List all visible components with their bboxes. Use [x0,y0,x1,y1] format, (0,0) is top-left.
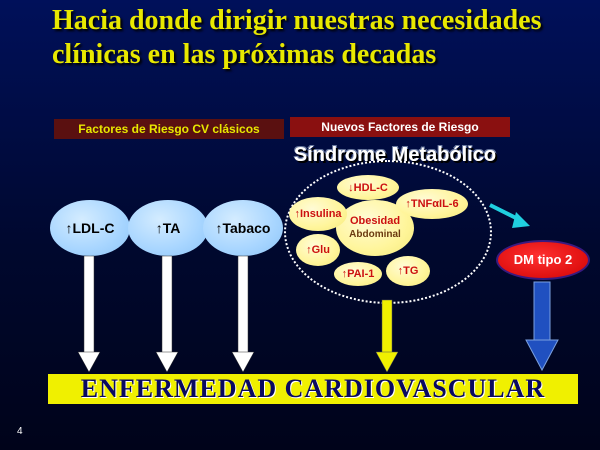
arrow-tabaco [231,255,255,373]
tg-factor: ↑TG [386,256,430,286]
tg-label: TG [403,265,419,277]
up-arrow-icon: ↑ [405,198,411,210]
ldl-factor: ↑LDL-C [50,200,130,256]
obesity-label: Obesidad [349,215,401,227]
up-arrow-icon: ↑ [397,265,404,277]
ta-label: TA [162,220,181,236]
arrow-dm [525,281,559,372]
arrow-ta [155,255,179,373]
glu-label: Glu [311,244,330,256]
insulin-label: Insulina [299,208,342,220]
arrow-ldl [77,255,101,373]
down-arrow-icon: ↓ [348,181,354,194]
up-arrow-icon: ↑ [294,208,300,220]
arrow-syndrome [375,299,399,373]
up-arrow-icon: ↑ [155,220,163,236]
pai-label: PAI-1 [347,268,375,280]
insulin-factor: ↑Insulina [289,197,347,231]
glucose-factor: ↑Glu [296,234,340,266]
cardiovascular-disease-banner: ENFERMEDAD CARDIOVASCULAR [48,374,578,404]
tnf-label: TNFαIL-6 [410,198,459,210]
ldl-label: LDL-C [72,220,115,236]
new-factors-label: Nuevos Factores de Riesgo [290,117,510,137]
up-arrow-icon: ↑ [306,244,312,256]
dm-type2-node: DM tipo 2 [496,240,590,280]
slide-title: Hacia donde dirigir nuestras necesidades… [52,5,542,70]
tnf-factor: ↑TNFαIL-6 [396,189,468,219]
metabolic-syndrome-title: Síndrome Metabólico [293,144,497,166]
classic-factors-label: Factores de Riesgo CV clásicos [54,119,284,139]
hdl-label: HDL-C [353,181,388,194]
slide-number: 4 [17,426,23,437]
pai-factor: ↑PAI-1 [334,262,382,286]
hdl-factor: ↓HDL-C [337,175,399,200]
tabaco-factor: ↑Tabaco [203,200,283,256]
up-arrow-icon: ↑ [65,220,73,236]
arrow-to-dm [489,203,530,228]
ta-factor: ↑TA [128,200,208,256]
abdominal-label: Abdominal [349,229,401,240]
up-arrow-icon: ↑ [341,268,348,280]
tabaco-label: Tabaco [222,220,271,236]
up-arrow-icon: ↑ [215,220,223,236]
